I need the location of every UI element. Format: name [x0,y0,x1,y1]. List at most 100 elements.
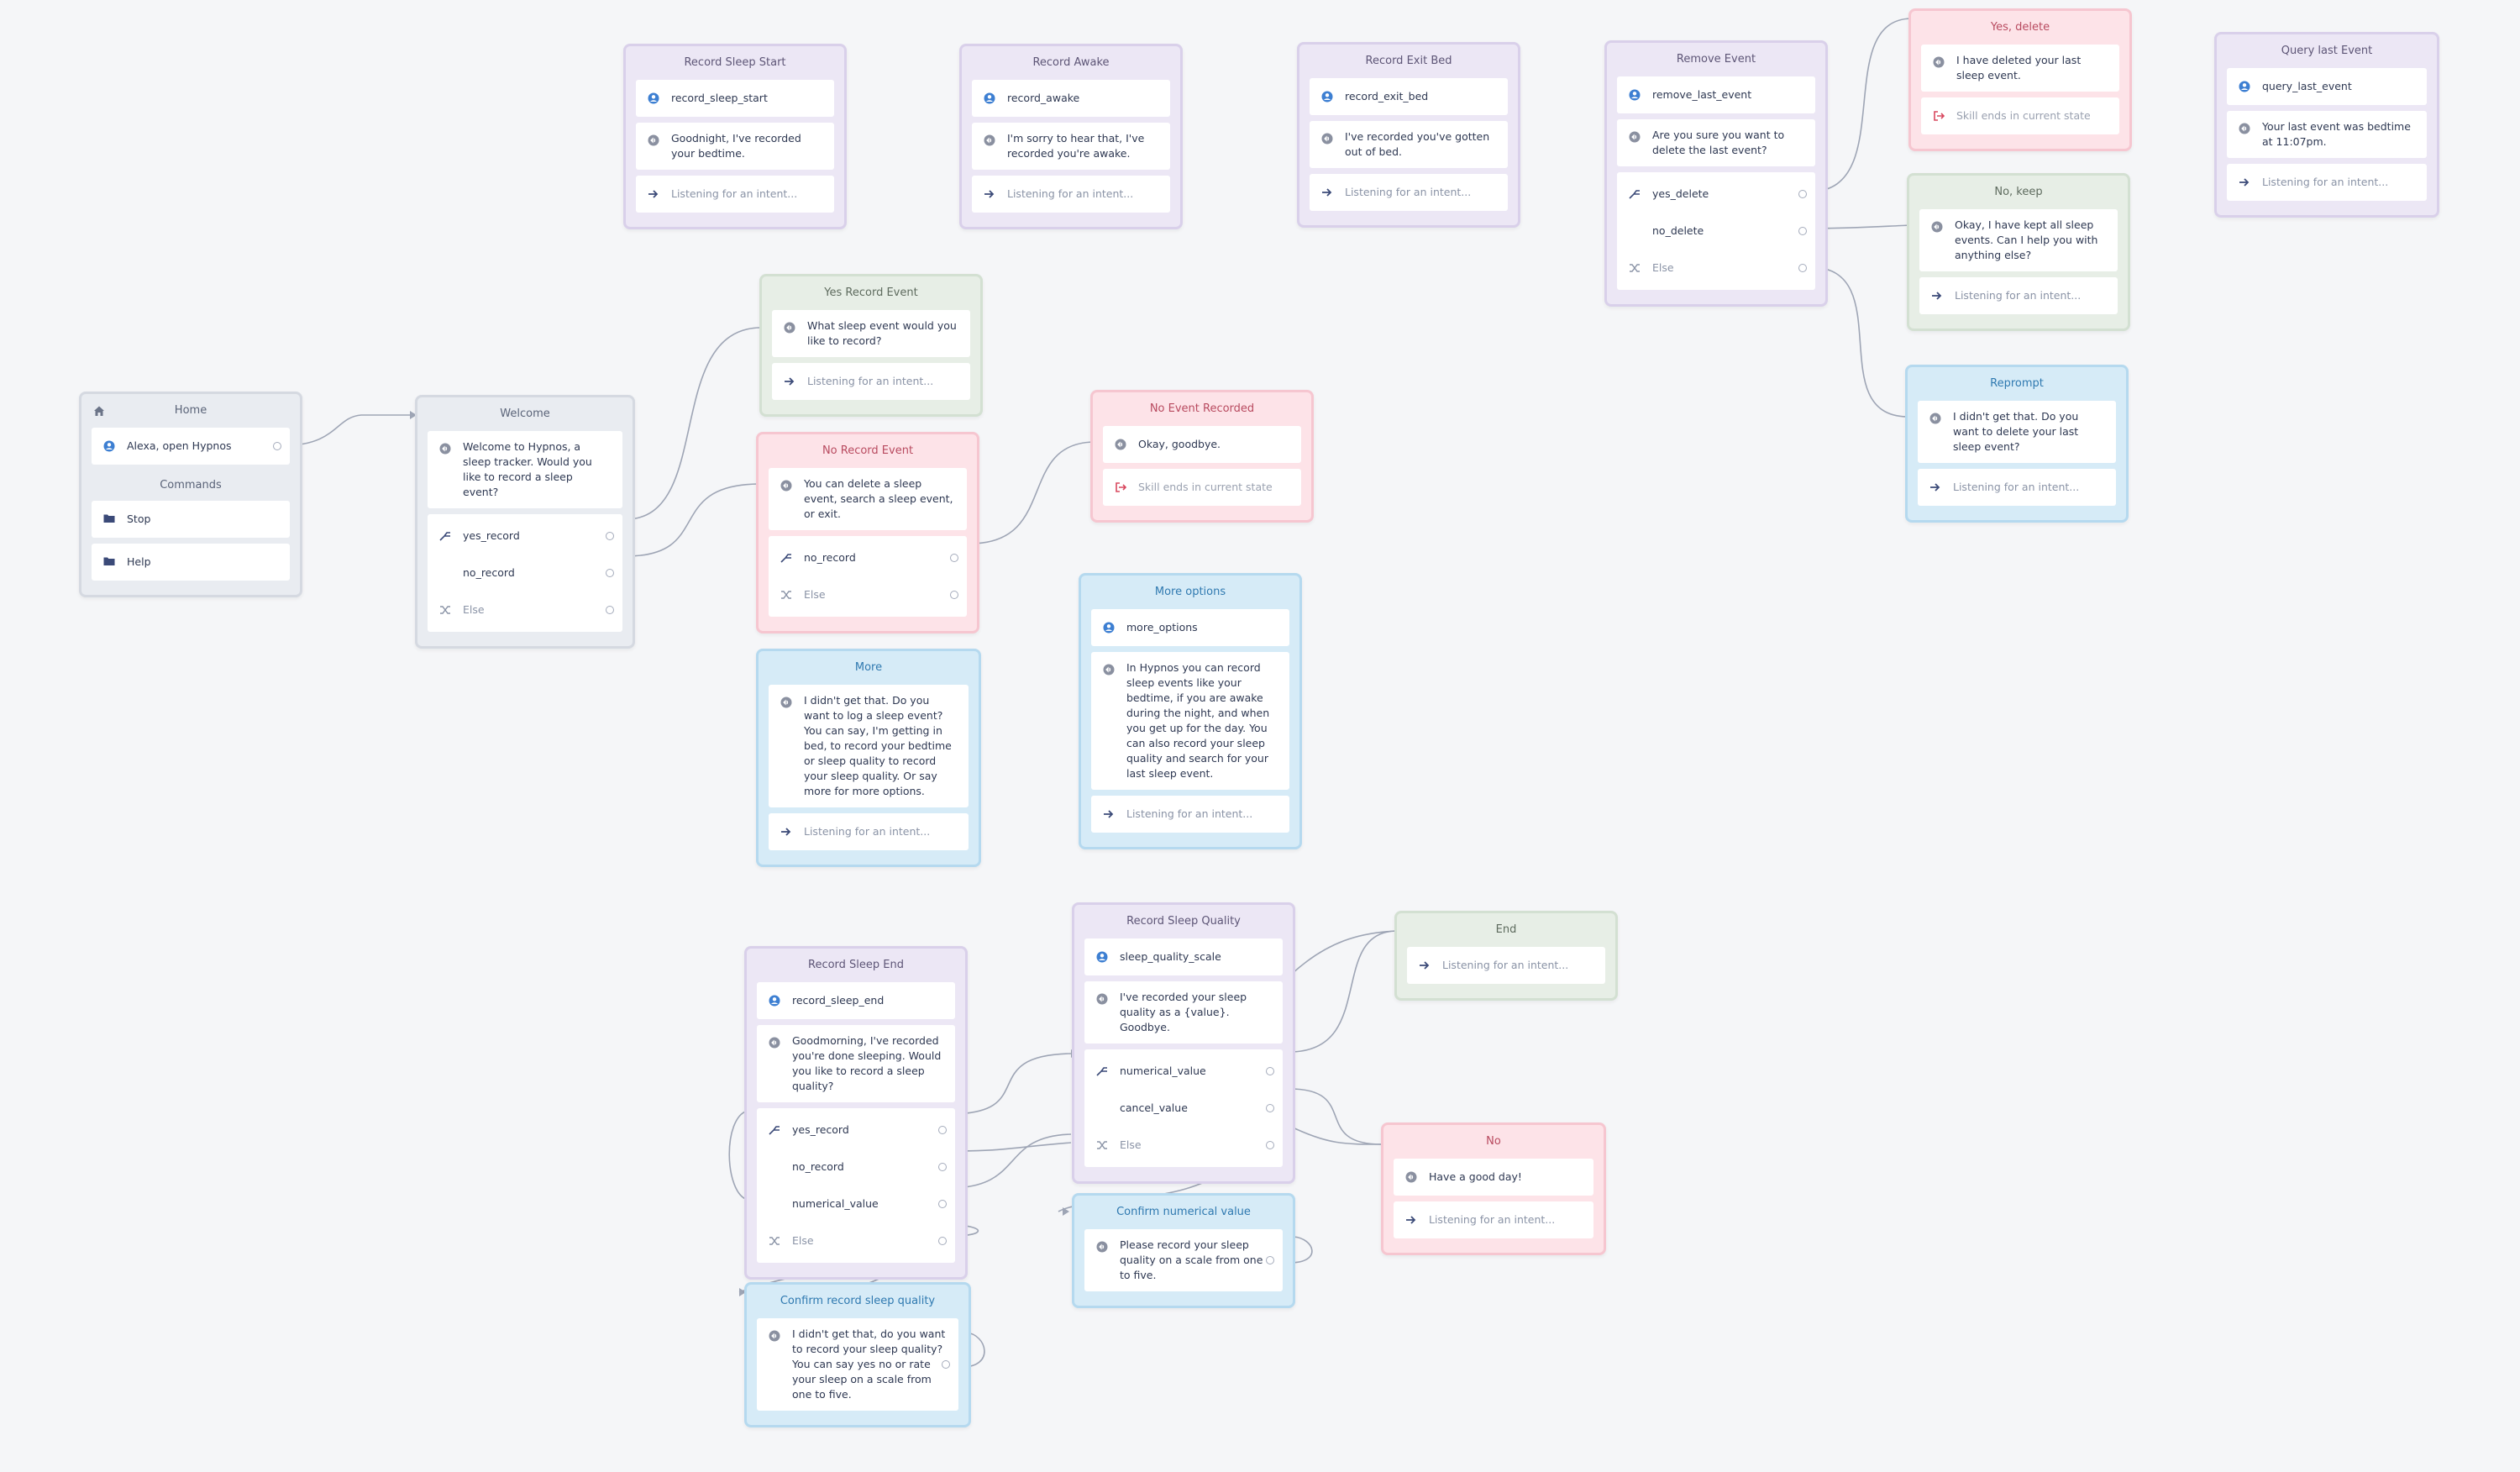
speak-step[interactable]: I have deleted your last sleep event. [1921,45,2119,92]
intent-step[interactable]: more_options [1091,609,1289,646]
output-port[interactable] [1266,1141,1274,1149]
choice-path-numerical-value[interactable]: numerical_value [757,1185,955,1222]
block-reprompt[interactable]: Reprompt I didn't get that. Do you want … [1905,365,2129,523]
choice-path-else[interactable]: Else [1617,250,1815,287]
choice-path-else[interactable]: Else [769,576,967,613]
choice-step[interactable]: yes_record no_record Else [428,514,622,632]
block-more[interactable]: More I didn't get that. Do you want to l… [756,649,981,867]
block-home[interactable]: Home Alexa, open Hypnos Commands Stop He… [79,392,302,597]
block-confirm-numerical-value[interactable]: Confirm numerical value Please record yo… [1072,1193,1295,1308]
speak-step[interactable]: Okay, goodbye. [1103,426,1301,463]
output-port[interactable] [942,1360,950,1369]
choice-step[interactable]: yes_delete no_delete Else [1617,172,1815,290]
speak-step[interactable]: You can delete a sleep event, search a s… [769,468,967,530]
speak-step[interactable]: What sleep event would you like to recor… [772,310,970,357]
listen-step[interactable]: Listening for an intent... [2227,164,2427,201]
speak-step[interactable]: I've recorded you've gotten out of bed. [1310,121,1508,168]
listen-step[interactable]: Listening for an intent... [1394,1201,1593,1238]
listen-step[interactable]: Listening for an intent... [636,176,834,213]
choice-path-cancel-value[interactable]: cancel_value [1084,1090,1283,1127]
intent-step[interactable]: remove_last_event [1617,76,1815,113]
output-port[interactable] [950,591,958,599]
intent-step[interactable]: query_last_event [2227,68,2427,105]
choice-step[interactable]: numerical_value cancel_value Else [1084,1049,1283,1167]
output-port[interactable] [1266,1256,1274,1264]
command-help[interactable]: Help [92,544,290,581]
speak-step[interactable]: I didn't get that. Do you want to log a … [769,685,969,807]
speak-step[interactable]: Have a good day! [1394,1159,1593,1196]
block-no[interactable]: No Have a good day! Listening for an int… [1381,1122,1606,1255]
output-port[interactable] [1266,1067,1274,1075]
block-more-options[interactable]: More options more_options In Hypnos you … [1079,573,1302,849]
listen-step[interactable]: Listening for an intent... [1310,174,1508,211]
block-welcome[interactable]: Welcome Welcome to Hypnos, a sleep track… [415,395,635,649]
block-confirm-record-sleep-quality[interactable]: Confirm record sleep quality I didn't ge… [744,1282,971,1427]
block-query-last-event[interactable]: Query last Event query_last_event Your l… [2214,32,2439,218]
block-record-exit-bed[interactable]: Record Exit Bed record_exit_bed I've rec… [1297,42,1520,228]
speak-step[interactable]: Goodmorning, I've recorded you're done s… [757,1025,955,1102]
choice-step[interactable]: yes_record no_record numerical_value Els… [757,1108,955,1263]
choice-path-yes-record[interactable]: yes_record [757,1112,955,1149]
block-no-event-recorded[interactable]: No Event Recorded Okay, goodbye. Skill e… [1090,390,1314,523]
block-yes-record-event[interactable]: Yes Record Event What sleep event would … [759,274,983,417]
block-no-keep[interactable]: No, keep Okay, I have kept all sleep eve… [1907,173,2130,331]
choice-path-yes-delete[interactable]: yes_delete [1617,176,1815,213]
choice-path-no-record[interactable]: no_record [769,539,967,576]
listen-step[interactable]: Listening for an intent... [1091,796,1289,833]
choice-path-numerical-value[interactable]: numerical_value [1084,1053,1283,1090]
choice-path-else[interactable]: Else [1084,1127,1283,1164]
speak-step[interactable]: Please record your sleep quality on a sc… [1084,1229,1283,1291]
speak-step[interactable]: Your last event was bedtime at 11:07pm. [2227,111,2427,158]
exit-step[interactable]: Skill ends in current state [1921,97,2119,134]
listen-step[interactable]: Listening for an intent... [769,813,969,850]
speak-step[interactable]: In Hypnos you can record sleep events li… [1091,652,1289,790]
output-port[interactable] [938,1237,947,1245]
output-port[interactable] [606,532,614,540]
intent-step[interactable]: record_sleep_end [757,982,955,1019]
listen-step[interactable]: Listening for an intent... [1919,277,2118,314]
intent-step[interactable]: record_exit_bed [1310,78,1508,115]
output-port[interactable] [1798,190,1807,198]
choice-path-no-delete[interactable]: no_delete [1617,213,1815,250]
output-port[interactable] [938,1163,947,1171]
block-record-sleep-end[interactable]: Record Sleep End record_sleep_end Goodmo… [744,946,968,1280]
listen-step[interactable]: Listening for an intent... [772,363,970,400]
output-port[interactable] [1266,1104,1274,1112]
exit-step[interactable]: Skill ends in current state [1103,469,1301,506]
block-record-sleep-quality[interactable]: Record Sleep Quality sleep_quality_scale… [1072,902,1295,1184]
speak-step[interactable]: I didn't get that, do you want to record… [757,1318,958,1411]
intent-step[interactable]: record_awake [972,80,1170,117]
output-port[interactable] [1798,227,1807,235]
output-port[interactable] [606,569,614,577]
listen-step[interactable]: Listening for an intent... [1918,469,2116,506]
choice-path-no-record[interactable]: no_record [757,1149,955,1185]
speak-step[interactable]: Welcome to Hypnos, a sleep tracker. Woul… [428,431,622,508]
block-record-awake[interactable]: Record Awake record_awake I'm sorry to h… [959,44,1183,229]
intent-step[interactable]: sleep_quality_scale [1084,938,1283,975]
intent-step[interactable]: record_sleep_start [636,80,834,117]
output-port[interactable] [273,442,281,450]
output-port[interactable] [938,1200,947,1208]
block-record-sleep-start[interactable]: Record Sleep Start record_sleep_start Go… [623,44,847,229]
speak-step[interactable]: Okay, I have kept all sleep events. Can … [1919,209,2118,271]
choice-step[interactable]: no_record Else [769,536,967,617]
listen-step[interactable]: Listening for an intent... [972,176,1170,213]
listen-step[interactable]: Listening for an intent... [1407,947,1605,984]
speak-step[interactable]: Are you sure you want to delete the last… [1617,119,1815,166]
output-port[interactable] [950,554,958,562]
speak-step[interactable]: I've recorded your sleep quality as a {v… [1084,981,1283,1044]
speak-step[interactable]: Goodnight, I've recorded your bedtime. [636,123,834,170]
command-stop[interactable]: Stop [92,501,290,538]
choice-path-else[interactable]: Else [757,1222,955,1259]
speak-step[interactable]: I'm sorry to hear that, I've recorded yo… [972,123,1170,170]
choice-path-else[interactable]: Else [428,591,622,628]
output-port[interactable] [606,606,614,614]
choice-path-yes-record[interactable]: yes_record [428,518,622,555]
block-no-record-event[interactable]: No Record Event You can delete a sleep e… [756,432,979,633]
start-trigger[interactable]: Alexa, open Hypnos [92,428,290,465]
block-end[interactable]: End Listening for an intent... [1394,911,1618,1001]
block-remove-event[interactable]: Remove Event remove_last_event Are you s… [1604,40,1828,307]
output-port[interactable] [938,1126,947,1134]
choice-path-no-record[interactable]: no_record [428,555,622,591]
